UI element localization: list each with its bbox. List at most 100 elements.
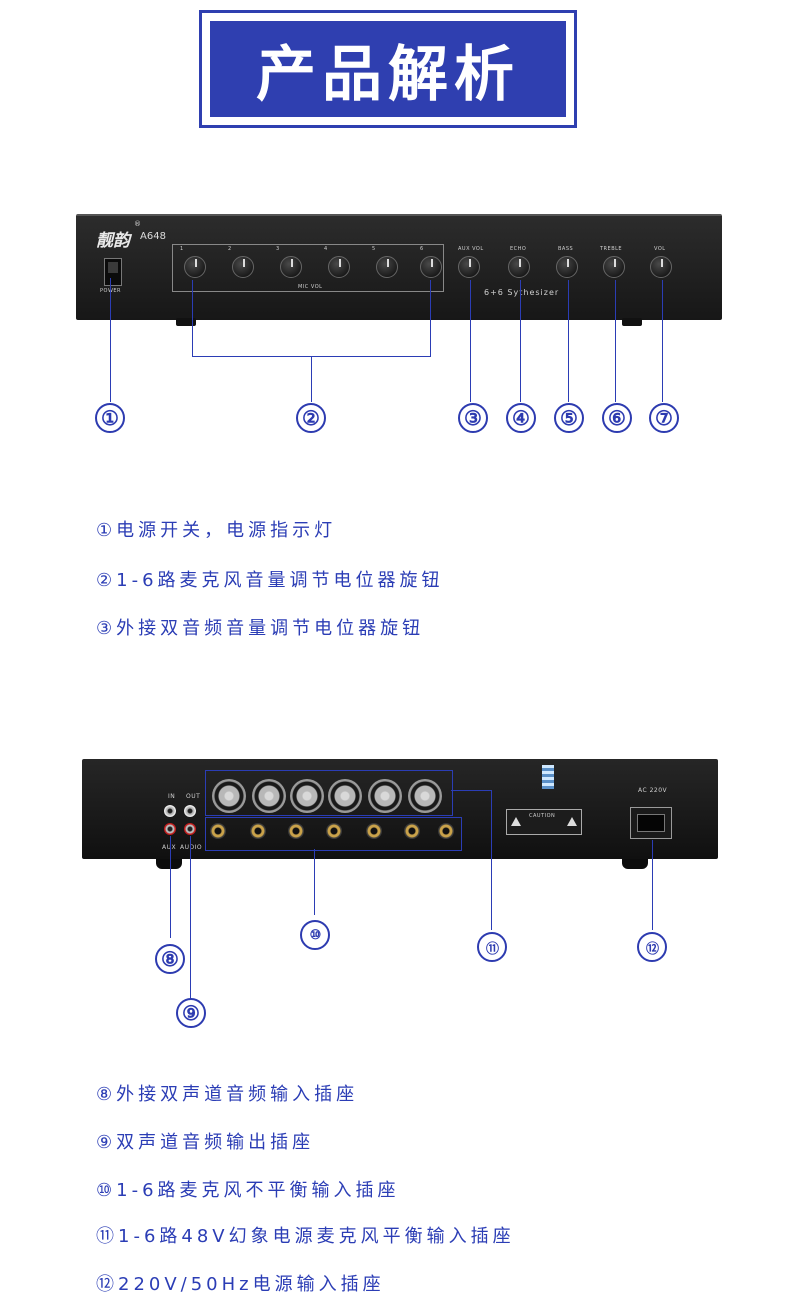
mic-channel-label: 2: [228, 246, 232, 252]
xlr-input: [408, 779, 442, 813]
aux-vol-knob: [458, 256, 480, 278]
callout-number-4: ④: [506, 403, 536, 433]
title-background: 产品解析: [210, 21, 566, 117]
xlr-input: [290, 779, 324, 813]
vol-label: VOL: [654, 246, 666, 252]
warning-icon: [511, 817, 521, 826]
jack-input: [326, 823, 342, 839]
model-number: A648: [140, 231, 166, 242]
rca-jack-red: [164, 823, 176, 835]
power-switch: [104, 258, 122, 286]
callout-line-5: [568, 280, 569, 402]
mic-vol-group-frame: [172, 244, 444, 292]
mic-vol-knob: [420, 256, 442, 278]
xlr-input: [368, 779, 402, 813]
callout-line-10: [314, 849, 315, 915]
callout-line-7: [662, 280, 663, 402]
rca-jack-red: [184, 823, 196, 835]
synthesizer-label: 6+6 Sythesizer: [484, 288, 560, 297]
mic-channel-label: 1: [180, 246, 184, 252]
caution-label: CAUTION: [506, 809, 582, 835]
xlr-input: [328, 779, 362, 813]
mic-vol-knob: [232, 256, 254, 278]
warning-icon: [567, 817, 577, 826]
jack-input: [288, 823, 304, 839]
front-panel-image: 靓韵 ® A648 POWER 1 2 3 4 5 6 MIC VOL AUX …: [76, 214, 722, 326]
front-foot: [176, 318, 196, 326]
mic-vol-label: MIC VOL: [298, 284, 323, 290]
treble-label: TREBLE: [600, 246, 623, 252]
front-description: ②1-6路麦克风音量调节电位器旋钮: [96, 570, 444, 591]
jack-input: [250, 823, 266, 839]
ac-power-inlet: [630, 807, 672, 839]
callout-line-2-right: [430, 280, 431, 356]
front-description: ①电源开关，电源指示灯: [96, 520, 337, 541]
callout-number-10: ⑩: [300, 920, 330, 950]
rear-foot: [156, 859, 182, 869]
callout-number-2: ②: [296, 403, 326, 433]
xlr-input: [212, 779, 246, 813]
xlr-group-outline: [205, 770, 453, 816]
callout-number-11: ⑪: [477, 932, 507, 962]
title-banner: 产品解析: [199, 10, 577, 128]
rca-out-label: OUT: [186, 793, 201, 800]
front-description: ③外接双音频音量调节电位器旋钮: [96, 618, 425, 639]
rear-description: ⑫220V/50Hz电源输入插座: [96, 1274, 385, 1295]
jack-group-outline: [205, 817, 462, 851]
front-foot: [622, 318, 642, 326]
echo-label: ECHO: [510, 246, 527, 252]
jack-input: [404, 823, 420, 839]
callout-number-7: ⑦: [649, 403, 679, 433]
mic-channel-label: 5: [372, 246, 376, 252]
mic-channel-label: 4: [324, 246, 328, 252]
callout-line-4: [520, 280, 521, 402]
callout-line-2: [311, 356, 312, 402]
rca-jack-white: [184, 805, 196, 817]
rear-description: ⑧外接双声道音频输入插座: [96, 1084, 359, 1105]
rca-in-label: IN: [168, 793, 176, 800]
mic-vol-knob: [376, 256, 398, 278]
brand-registered-mark: ®: [134, 220, 141, 228]
ac-socket: [637, 814, 665, 832]
callout-line-8: [170, 836, 171, 938]
jack-input: [366, 823, 382, 839]
callout-number-12: ⑫: [637, 932, 667, 962]
callout-number-9: ⑨: [176, 998, 206, 1028]
callout-number-8: ⑧: [155, 944, 185, 974]
vol-knob: [650, 256, 672, 278]
barcode-sticker: [542, 765, 554, 789]
rca-jack-white: [164, 805, 176, 817]
xlr-input: [252, 779, 286, 813]
mic-channel-label: 3: [276, 246, 280, 252]
ac-voltage-label: AC 220V: [638, 787, 668, 794]
mic-vol-knob: [328, 256, 350, 278]
aux-label: AUX: [162, 844, 176, 851]
callout-number-3: ③: [458, 403, 488, 433]
jack-input: [210, 823, 226, 839]
treble-knob: [603, 256, 625, 278]
mic-vol-knob: [184, 256, 206, 278]
rear-description: ⑪1-6路48V幻象电源麦克风平衡输入插座: [96, 1226, 515, 1247]
page-title: 产品解析: [256, 39, 520, 110]
callout-number-6: ⑥: [602, 403, 632, 433]
rear-foot: [622, 859, 648, 869]
callout-line-6: [615, 280, 616, 402]
brand-logo: 靓韵: [96, 231, 130, 251]
jack-input: [438, 823, 454, 839]
mic-vol-knob: [280, 256, 302, 278]
callout-line-9: [190, 836, 191, 1000]
aux-vol-label: AUX VOL: [458, 246, 484, 252]
mic-channel-label: 6: [420, 246, 424, 252]
callout-line-11-h: [451, 790, 491, 791]
callout-line-11: [491, 790, 492, 930]
callout-line-3: [470, 280, 471, 402]
callout-line-12: [652, 840, 653, 930]
echo-knob: [508, 256, 530, 278]
rear-description: ⑩1-6路麦克风不平衡输入插座: [96, 1180, 400, 1201]
callout-line-1: [110, 278, 111, 402]
rear-description: ⑨双声道音频输出插座: [96, 1132, 315, 1153]
bass-knob: [556, 256, 578, 278]
callout-number-5: ⑤: [554, 403, 584, 433]
audio-label: AUDIO: [180, 844, 203, 851]
callout-number-1: ①: [95, 403, 125, 433]
